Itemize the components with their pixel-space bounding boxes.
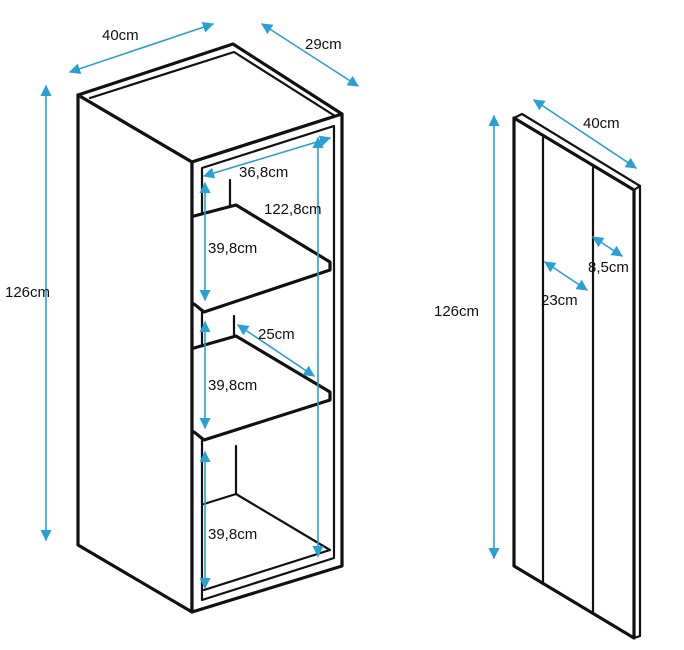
front-panel-drawing (512, 112, 642, 640)
label-cabinet-depth: 29cm (305, 36, 342, 53)
dimension-panel-width (533, 99, 637, 169)
cabinet-side-panel (76, 93, 194, 614)
dimension-shelf-depth (237, 324, 315, 377)
dimension-groove-spacing (544, 261, 588, 291)
dimension-lines (40, 21, 637, 590)
label-compartment-3: 39,8cm (208, 526, 257, 543)
cabinet-top-edge (88, 50, 337, 118)
shelf-lower (192, 334, 332, 442)
dimension-labels: 40cm 29cm 126cm 36,8cm 122,8cm 39,8cm 25… (5, 27, 629, 543)
label-panel-width: 40cm (583, 115, 620, 132)
label-cabinet-height: 126cm (5, 284, 50, 301)
label-shelf-depth: 25cm (258, 326, 295, 343)
label-inner-height: 122,8cm (264, 201, 322, 218)
label-panel-height: 126cm (434, 303, 479, 320)
front-panel-body (512, 116, 636, 640)
dimension-cabinet-width (68, 21, 215, 75)
label-cabinet-width: 40cm (102, 27, 139, 44)
front-panel-right-edge (632, 184, 642, 640)
dimension-cabinet-depth (261, 23, 359, 87)
dimension-inner-width (202, 135, 332, 179)
label-groove-spacing: 23cm (541, 292, 578, 309)
cabinet-floor (202, 492, 332, 592)
shelf-upper (192, 203, 332, 314)
label-inner-width: 36,8cm (239, 164, 288, 181)
dimension-groove-width (592, 236, 623, 257)
label-compartment-1: 39,8cm (208, 240, 257, 257)
label-compartment-2: 39,8cm (208, 377, 257, 394)
label-groove-width: 8,5cm (588, 259, 629, 276)
